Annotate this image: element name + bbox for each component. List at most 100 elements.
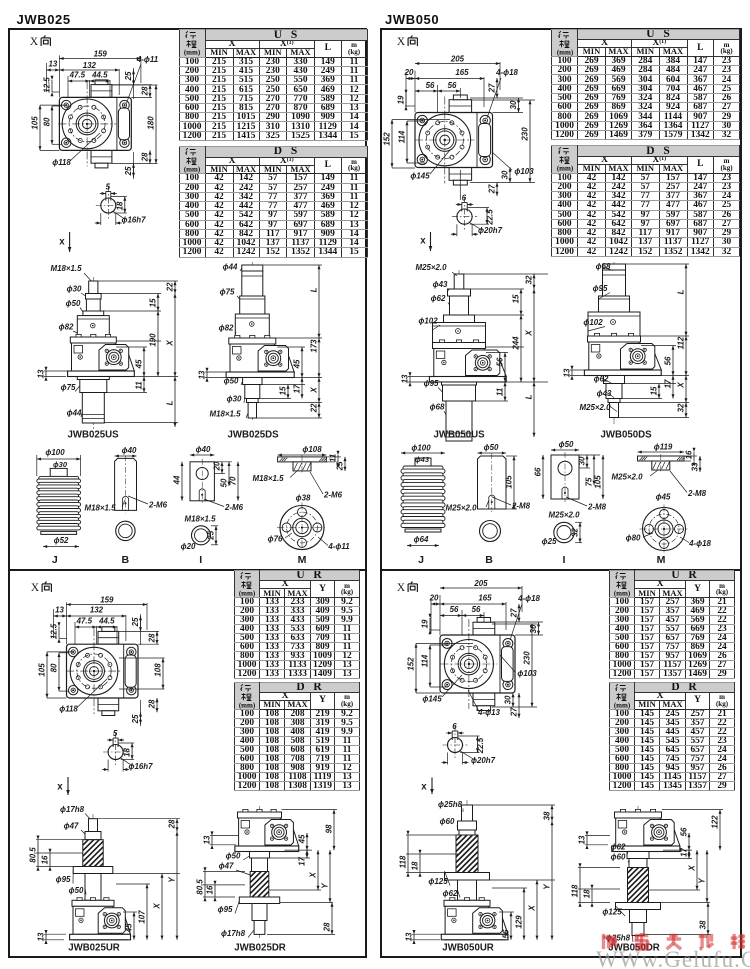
svg-text:44.5: 44.5	[91, 71, 108, 80]
svg-text:18: 18	[123, 748, 132, 757]
svg-text:165: 165	[478, 594, 492, 603]
svg-text:4-ϕ13: 4-ϕ13	[477, 708, 500, 717]
svg-text:13: 13	[49, 60, 58, 69]
svg-text:B: B	[121, 554, 129, 566]
svg-text:(mm): (mm)	[239, 701, 256, 709]
svg-text:(mm): (mm)	[614, 590, 631, 598]
svg-text:56: 56	[502, 929, 511, 938]
svg-text:38: 38	[699, 920, 708, 929]
svg-text:ϕ25: ϕ25	[542, 537, 557, 546]
svg-text:ϕ100: ϕ100	[411, 444, 431, 453]
svg-text:ϕ43: ϕ43	[597, 389, 612, 398]
svg-text:x: x	[420, 236, 426, 247]
svg-text:ϕ82: ϕ82	[219, 324, 234, 333]
svg-text:ϕ40: ϕ40	[196, 445, 211, 454]
svg-text:205: 205	[450, 54, 465, 63]
svg-text:ϕ76: ϕ76	[268, 535, 283, 544]
svg-text:L: L	[525, 394, 534, 399]
svg-text:ϕ50: ϕ50	[226, 852, 241, 861]
svg-text:28: 28	[148, 699, 157, 709]
svg-text:27: 27	[488, 83, 497, 93]
svg-text:22: 22	[166, 282, 175, 292]
svg-text:ϕ95: ϕ95	[593, 284, 608, 293]
svg-text:X: X	[30, 36, 39, 48]
svg-text:15: 15	[149, 298, 158, 307]
svg-text:25: 25	[131, 617, 140, 627]
svg-text:114: 114	[397, 130, 406, 143]
svg-text:30: 30	[509, 100, 518, 109]
svg-text:ϕ17h8: ϕ17h8	[60, 805, 85, 814]
svg-text:56: 56	[680, 827, 689, 836]
svg-text:44.5: 44.5	[98, 617, 115, 626]
svg-text:230: 230	[520, 127, 529, 142]
svg-text:ϕ125: ϕ125	[428, 877, 448, 886]
svg-text:4-ϕ11: 4-ϕ11	[136, 55, 158, 64]
svg-text:ϕ68: ϕ68	[430, 403, 445, 412]
svg-text:ϕ125: ϕ125	[602, 908, 622, 917]
svg-text:22.5: 22.5	[476, 737, 485, 754]
svg-text:ϕ95: ϕ95	[218, 905, 233, 914]
svg-text:20: 20	[213, 461, 222, 471]
svg-text:173: 173	[310, 339, 319, 353]
svg-text:19: 19	[421, 619, 430, 628]
svg-text:ϕ50: ϕ50	[484, 443, 499, 452]
svg-text:ϕ43: ϕ43	[415, 455, 430, 464]
svg-text:M25×2.0: M25×2.0	[549, 511, 581, 520]
svg-text:108: 108	[153, 663, 162, 677]
svg-text:Y: Y	[168, 877, 177, 883]
svg-text:M18×1.5: M18×1.5	[85, 504, 117, 513]
svg-text:M25×2.0: M25×2.0	[416, 263, 448, 272]
svg-text:18: 18	[583, 889, 592, 898]
svg-text:165: 165	[455, 68, 469, 77]
svg-text:22.5: 22.5	[486, 209, 495, 226]
svg-text:11: 11	[135, 381, 144, 389]
svg-text:ϕ20: ϕ20	[181, 542, 196, 551]
svg-text:114: 114	[420, 654, 429, 667]
svg-text:70: 70	[229, 476, 238, 485]
svg-text:122: 122	[711, 815, 720, 829]
svg-text:2-M6: 2-M6	[224, 503, 244, 512]
svg-text:105: 105	[505, 475, 514, 489]
svg-text:ϕ75: ϕ75	[61, 383, 76, 392]
svg-text:20: 20	[404, 68, 414, 77]
svg-text:(mm): (mm)	[184, 166, 201, 174]
svg-text:17: 17	[298, 857, 307, 866]
svg-text:M18×1.5: M18×1.5	[210, 410, 242, 419]
svg-text:112: 112	[677, 336, 686, 349]
svg-text:205: 205	[473, 579, 488, 588]
svg-text:11: 11	[496, 388, 505, 396]
svg-text:Y: Y	[321, 883, 330, 889]
svg-text:15: 15	[512, 294, 521, 303]
svg-text:32: 32	[677, 403, 686, 412]
svg-text:M18×1.5: M18×1.5	[185, 515, 217, 524]
svg-text:13: 13	[401, 374, 410, 383]
svg-text:13: 13	[37, 932, 46, 941]
svg-text:ϕ102: ϕ102	[418, 317, 438, 326]
svg-text:JWB050DS: JWB050DS	[600, 430, 652, 441]
svg-text:JWB025UR: JWB025UR	[68, 943, 120, 954]
svg-text:ϕ60: ϕ60	[611, 853, 626, 862]
svg-text:ϕ145: ϕ145	[410, 172, 430, 181]
svg-text:ϕ64: ϕ64	[414, 535, 429, 544]
svg-text:2-M8: 2-M8	[687, 489, 707, 498]
svg-text:ϕ95: ϕ95	[424, 379, 439, 388]
svg-text:2-M6: 2-M6	[323, 491, 343, 500]
svg-text:16: 16	[41, 855, 50, 864]
svg-text:25: 25	[124, 71, 133, 81]
svg-text:30: 30	[529, 624, 538, 633]
svg-text:13: 13	[405, 932, 414, 941]
svg-text:30: 30	[578, 456, 587, 465]
svg-text:13: 13	[203, 835, 212, 844]
svg-text:45: 45	[135, 359, 144, 369]
svg-text:I: I	[563, 554, 566, 566]
svg-text:ϕ50: ϕ50	[69, 886, 84, 895]
svg-text:22: 22	[310, 403, 319, 413]
svg-text:I: I	[199, 554, 202, 566]
svg-text:(mm): (mm)	[556, 48, 573, 56]
svg-text:13: 13	[578, 835, 587, 844]
svg-text:20: 20	[429, 594, 439, 603]
svg-text:ϕ25h8: ϕ25h8	[438, 800, 463, 809]
svg-text:Y: Y	[543, 884, 552, 890]
svg-text:ϕ103: ϕ103	[517, 669, 537, 678]
svg-text:17: 17	[664, 379, 673, 388]
